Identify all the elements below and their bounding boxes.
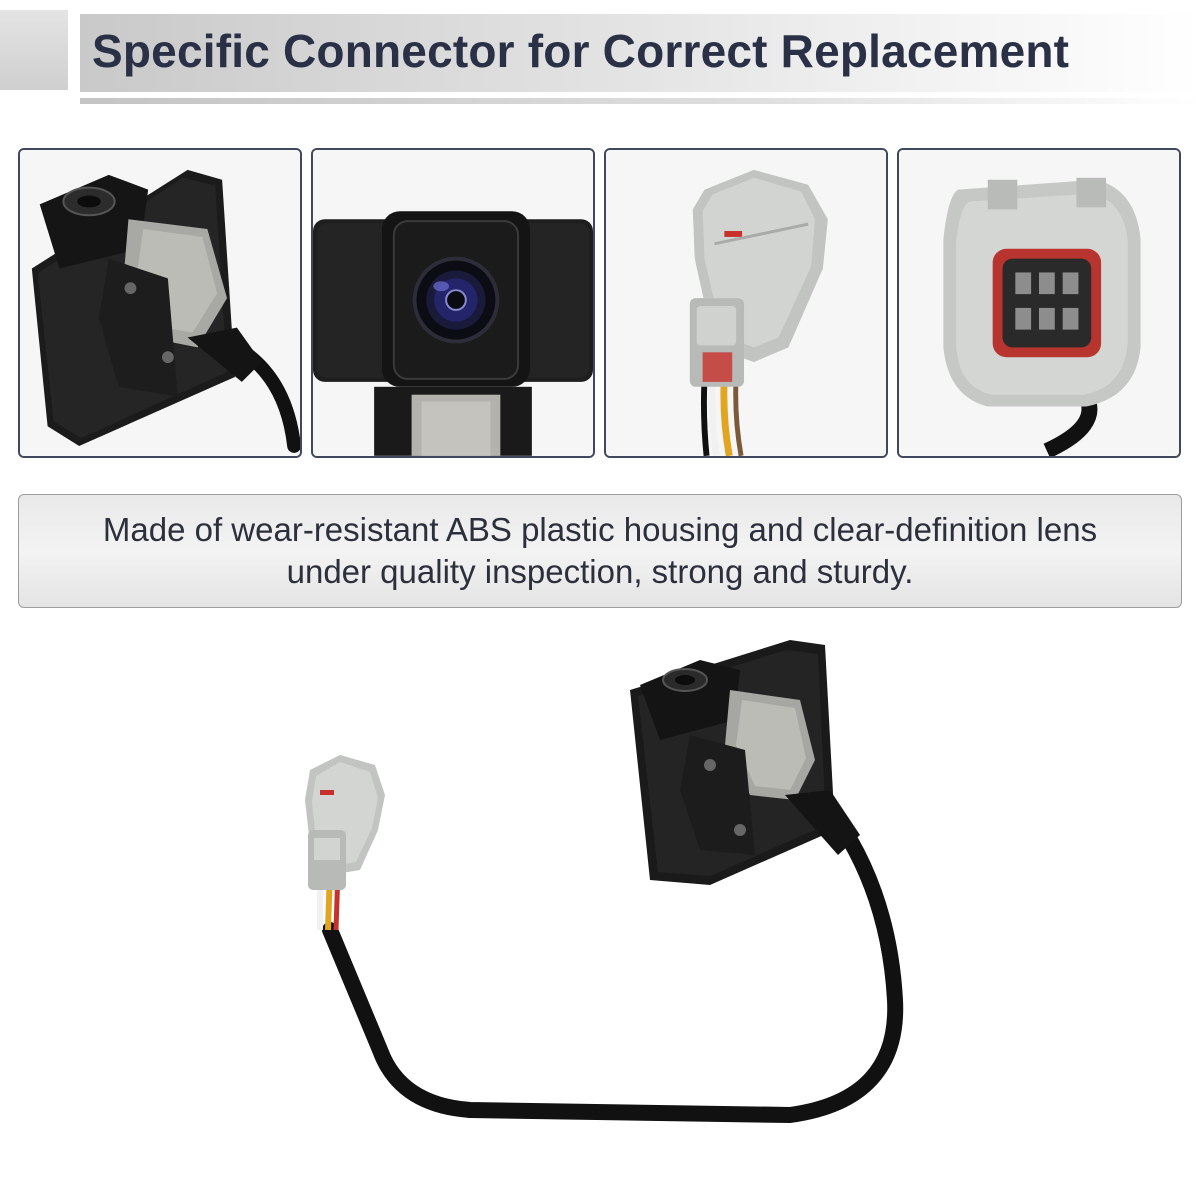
header-underline — [80, 98, 1200, 104]
camera-lens-front-icon — [313, 150, 593, 456]
connector-side-icon — [606, 150, 886, 456]
connector-pins-icon — [899, 150, 1179, 456]
camera-side-view-icon — [20, 150, 300, 456]
description-text: Made of wear-resistant ABS plastic housi… — [103, 509, 1097, 593]
description-line-2: under quality inspection, strong and stu… — [286, 553, 914, 590]
description-line-1: Made of wear-resistant ABS plastic housi… — [102, 511, 1098, 548]
main-product-image — [290, 630, 910, 1160]
thumbnail-camera-lens — [311, 148, 595, 458]
description-box: Made of wear-resistant ABS plastic housi… — [18, 494, 1182, 608]
backup-camera-with-cable-icon — [305, 640, 904, 1124]
thumbnail-camera-side — [18, 148, 302, 458]
thumbnail-connector-side — [604, 148, 888, 458]
thumbnail-connector-pins — [897, 148, 1181, 458]
header-accent-block — [0, 10, 68, 90]
header-banner — [80, 14, 1200, 92]
page-title: Specific Connector for Correct Replaceme… — [92, 25, 1070, 77]
